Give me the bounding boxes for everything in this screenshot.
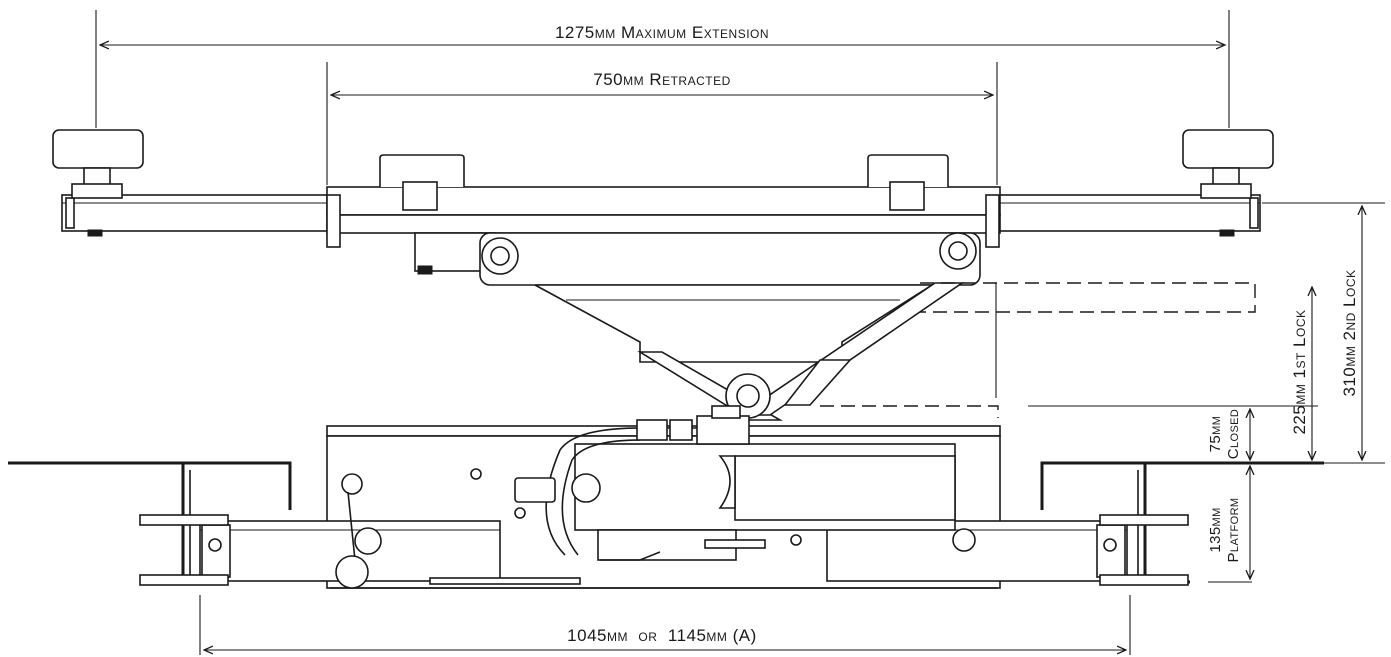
saddle-pads <box>52 129 1274 199</box>
label-platform-text: Platform <box>1225 498 1242 563</box>
dimension-retracted: 750mm Retracted <box>326 62 998 185</box>
dimension-max-extension: 1275mm Maximum Extension <box>95 10 1230 128</box>
scissor-arms <box>637 282 965 421</box>
label-closed-value: 75mm <box>1207 416 1224 453</box>
label-1st-lock: 225mm 1st Lock <box>1290 309 1309 434</box>
label-base-width: 1045mm or 1145mm (A) <box>567 626 757 645</box>
label-closed-text: Closed <box>1225 409 1242 460</box>
top-beam <box>61 154 1261 248</box>
upper-carriage <box>414 232 981 363</box>
label-2nd-lock: 310mm 2nd Lock <box>1340 269 1359 396</box>
release-handle <box>335 468 976 589</box>
hydraulic-unit <box>514 405 956 561</box>
label-retracted: 750mm Retracted <box>593 70 731 89</box>
lock-profiles <box>820 282 1256 418</box>
dimension-base-width: 1045mm or 1145mm (A) <box>199 595 1131 655</box>
dimension-heights: 310mm 2nd Lock 225mm 1st Lock 75mm Close… <box>995 202 1385 583</box>
label-max-extension: 1275mm Maximum Extension <box>555 23 769 42</box>
label-platform-value: 135mm <box>1207 507 1224 552</box>
